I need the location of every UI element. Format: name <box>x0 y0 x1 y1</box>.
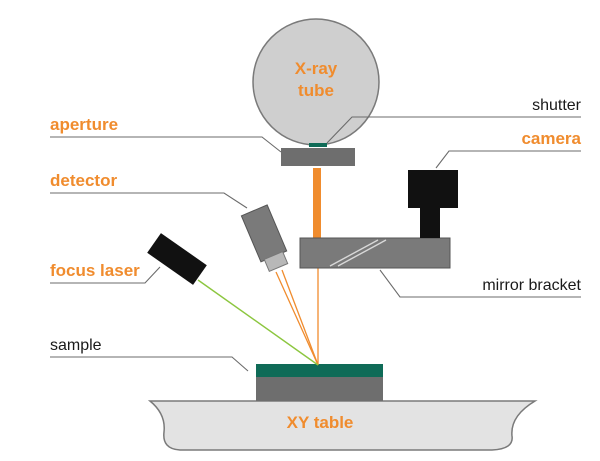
aperture-label: aperture <box>50 115 118 134</box>
mirror-bracket-leader <box>379 269 581 298</box>
detector-label: detector <box>50 171 117 190</box>
sample <box>256 364 383 377</box>
detector-tip <box>263 250 289 273</box>
focus-laser <box>147 233 207 285</box>
xray-tube-label-line1: X-ray <box>295 59 338 78</box>
sample-leader <box>50 356 249 372</box>
xray-tube-label-line2: tube <box>298 81 334 100</box>
aperture-leader <box>50 136 282 153</box>
aperture <box>281 148 355 166</box>
xy-table-label: XY table <box>287 413 354 432</box>
focus-laser-leader <box>50 266 161 284</box>
xray-beam-guide <box>313 168 321 238</box>
laser-beam <box>197 279 319 366</box>
camera-label: camera <box>521 129 581 148</box>
detector <box>240 204 289 273</box>
camera-lens <box>420 207 440 238</box>
shutter-label: shutter <box>532 97 582 114</box>
fluorescence-ray-2 <box>281 269 319 366</box>
mirror-bracket-label: mirror bracket <box>482 277 581 294</box>
sample-stage <box>256 376 383 401</box>
camera-leader <box>435 150 581 169</box>
detector-leader <box>50 192 248 209</box>
shutter-leader <box>326 116 581 144</box>
sample-label: sample <box>50 337 102 354</box>
shutter <box>309 143 327 147</box>
mirror-highlight-2 <box>337 239 387 267</box>
fluorescence-ray-1 <box>275 271 319 366</box>
focus-laser-label: focus laser <box>50 261 140 280</box>
mirror-highlight-1 <box>329 239 379 267</box>
mirror-bracket <box>299 237 451 269</box>
xy-table <box>147 400 538 451</box>
camera-body <box>408 170 458 208</box>
